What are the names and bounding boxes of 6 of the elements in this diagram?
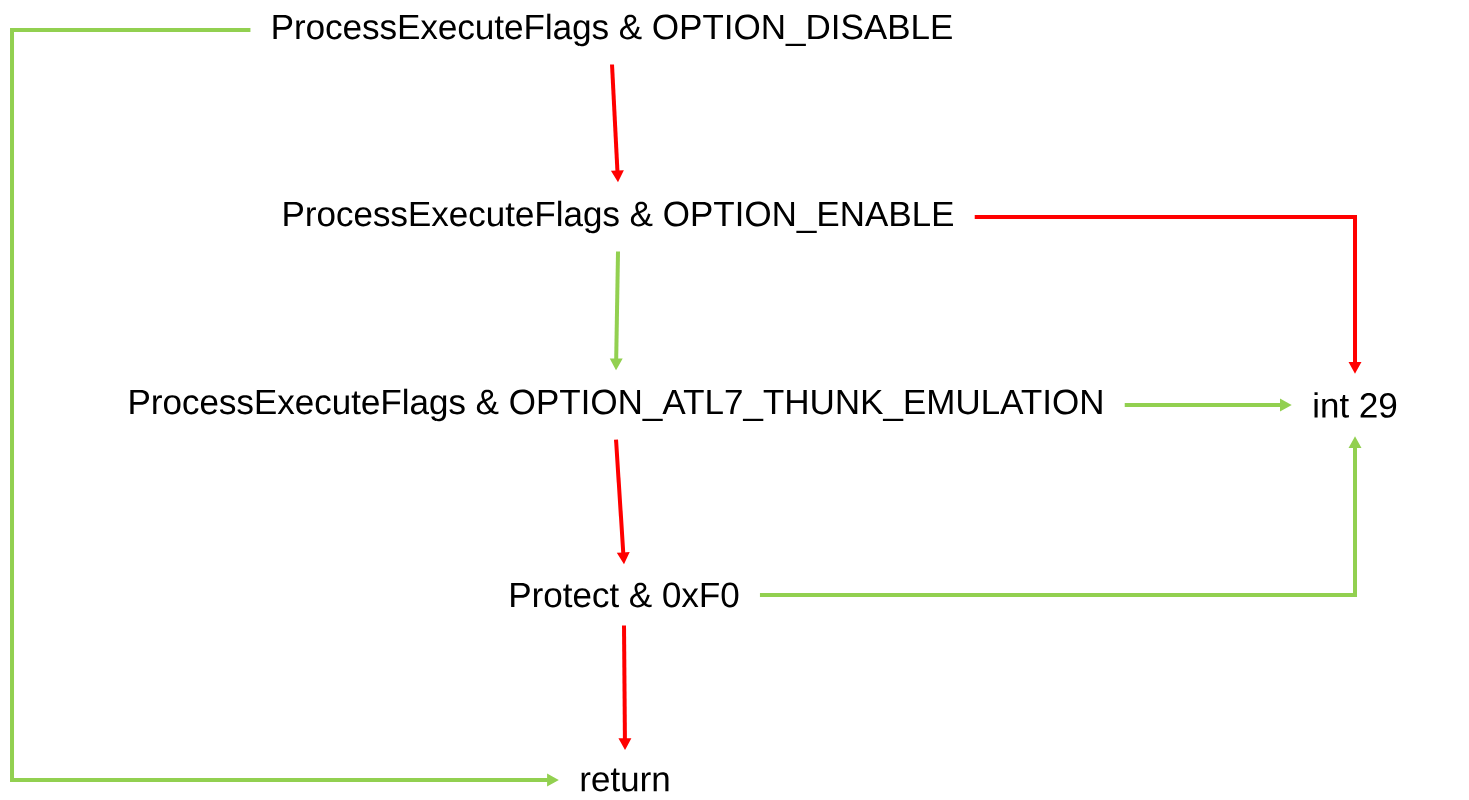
node-label: return [581,768,669,792]
node-label: Protect & 0xF0 [511,582,739,608]
node-label: ProcessExecuteFlags & OPTION_DISABLE [273,13,952,47]
node-label: ProcessExecuteFlags & OPTION_ENABLE [284,200,953,234]
node-label: ProcessExecuteFlags & OPTION_ATL7_THUNK_EMULATION [130,388,1102,422]
node-label: int 29 [1314,392,1397,418]
